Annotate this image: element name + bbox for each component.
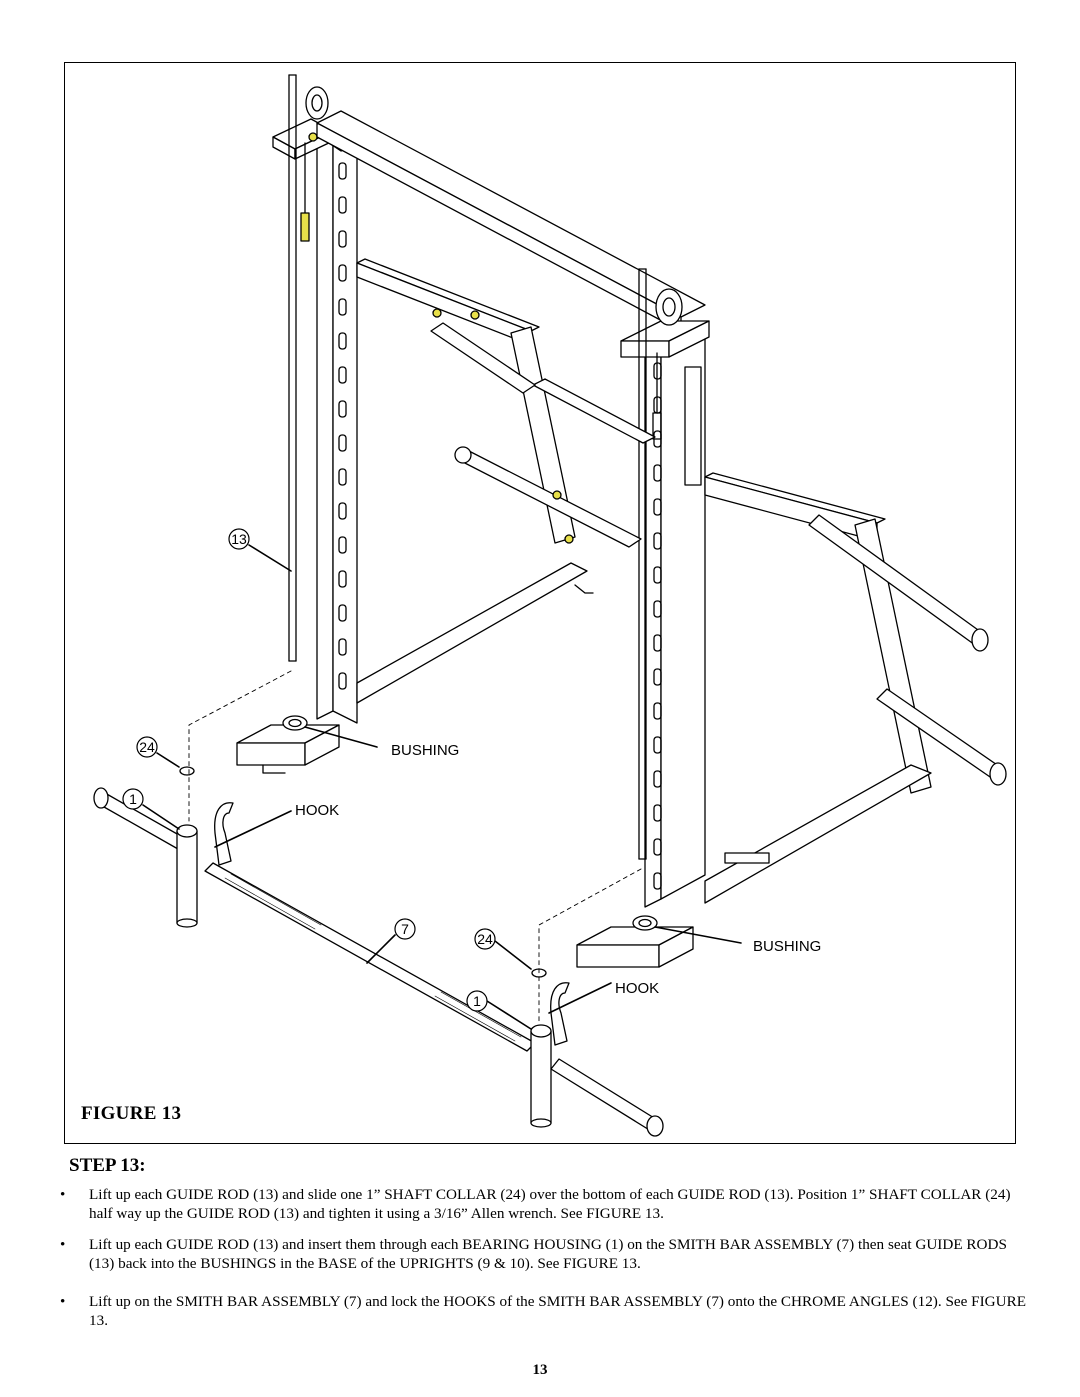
top-crossbeam — [316, 110, 706, 332]
label-bushing-left: BUSHING — [391, 742, 459, 759]
callout-1-left: 1 — [129, 791, 137, 807]
bullet-marker: • — [60, 1186, 66, 1203]
callout-24-right: 24 — [477, 931, 493, 947]
instruction-text: Lift up each GUIDE ROD (13) and slide on… — [89, 1186, 1011, 1222]
left-upright-holes — [338, 162, 347, 690]
instruction-item: • Lift up on the SMITH BAR ASSEMBLY (7) … — [60, 1292, 1030, 1330]
knurling — [224, 873, 522, 1042]
rear-frame — [356, 258, 1007, 904]
smith-bar-assembly — [93, 766, 664, 1137]
bullet-marker: • — [60, 1293, 66, 1310]
figure-title: FIGURE 13 — [81, 1103, 182, 1124]
label-bushing-right: BUSHING — [753, 938, 821, 955]
left-upright — [236, 74, 358, 774]
page-number: 13 — [532, 1362, 548, 1378]
figure-frame: 13 24 1 7 24 1 BUSHING HOOK BUSHING HOOK… — [64, 62, 1016, 1144]
instruction-text: Lift up on the SMITH BAR ASSEMBLY (7) an… — [89, 1293, 1027, 1329]
step-title: STEP 13: — [69, 1155, 146, 1176]
bullet-marker: • — [60, 1236, 66, 1253]
alignment-dashes — [188, 670, 642, 1022]
right-upright — [576, 268, 710, 968]
callout-24-left: 24 — [139, 739, 155, 755]
callout-7: 7 — [401, 921, 409, 937]
label-hook-left: HOOK — [295, 802, 339, 819]
instruction-item: • Lift up each GUIDE ROD (13) and slide … — [60, 1185, 1030, 1223]
callout-circles — [122, 528, 496, 1012]
instruction-item: • Lift up each GUIDE ROD (13) and insert… — [60, 1235, 1030, 1273]
leader-lines — [142, 544, 742, 1030]
smith-machine-diagram: 13 24 1 7 24 1 BUSHING HOOK BUSHING HOOK — [93, 74, 1007, 1137]
callout-13: 13 — [231, 531, 247, 547]
instruction-text: Lift up each GUIDE ROD (13) and insert t… — [89, 1236, 1007, 1272]
callout-1-right: 1 — [473, 993, 481, 1009]
label-hook-right: HOOK — [615, 980, 659, 997]
